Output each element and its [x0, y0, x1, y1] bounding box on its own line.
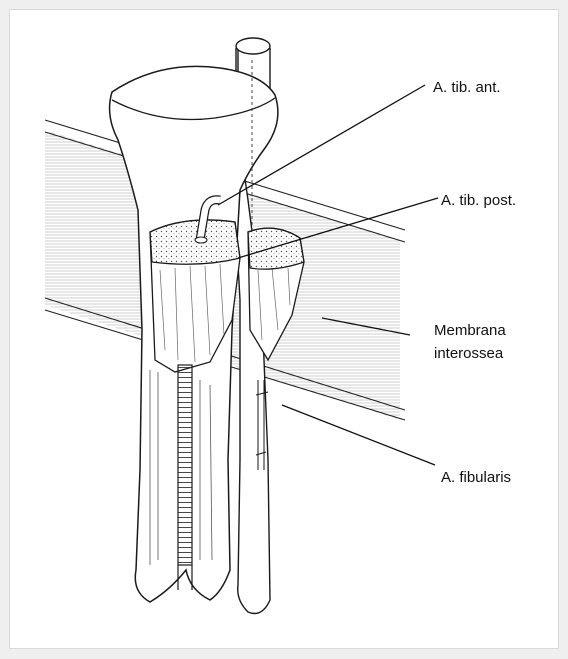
label-tib-post: A. tib. post.: [441, 191, 516, 210]
leader-fibularis: [282, 405, 435, 465]
label-tib-ant: A. tib. ant.: [433, 78, 501, 97]
label-fibularis: A. fibularis: [441, 468, 511, 487]
posterior-tibial-artery: [178, 365, 192, 590]
label-membrana: Membrana: [434, 321, 506, 340]
label-interossea: interossea: [434, 344, 503, 363]
